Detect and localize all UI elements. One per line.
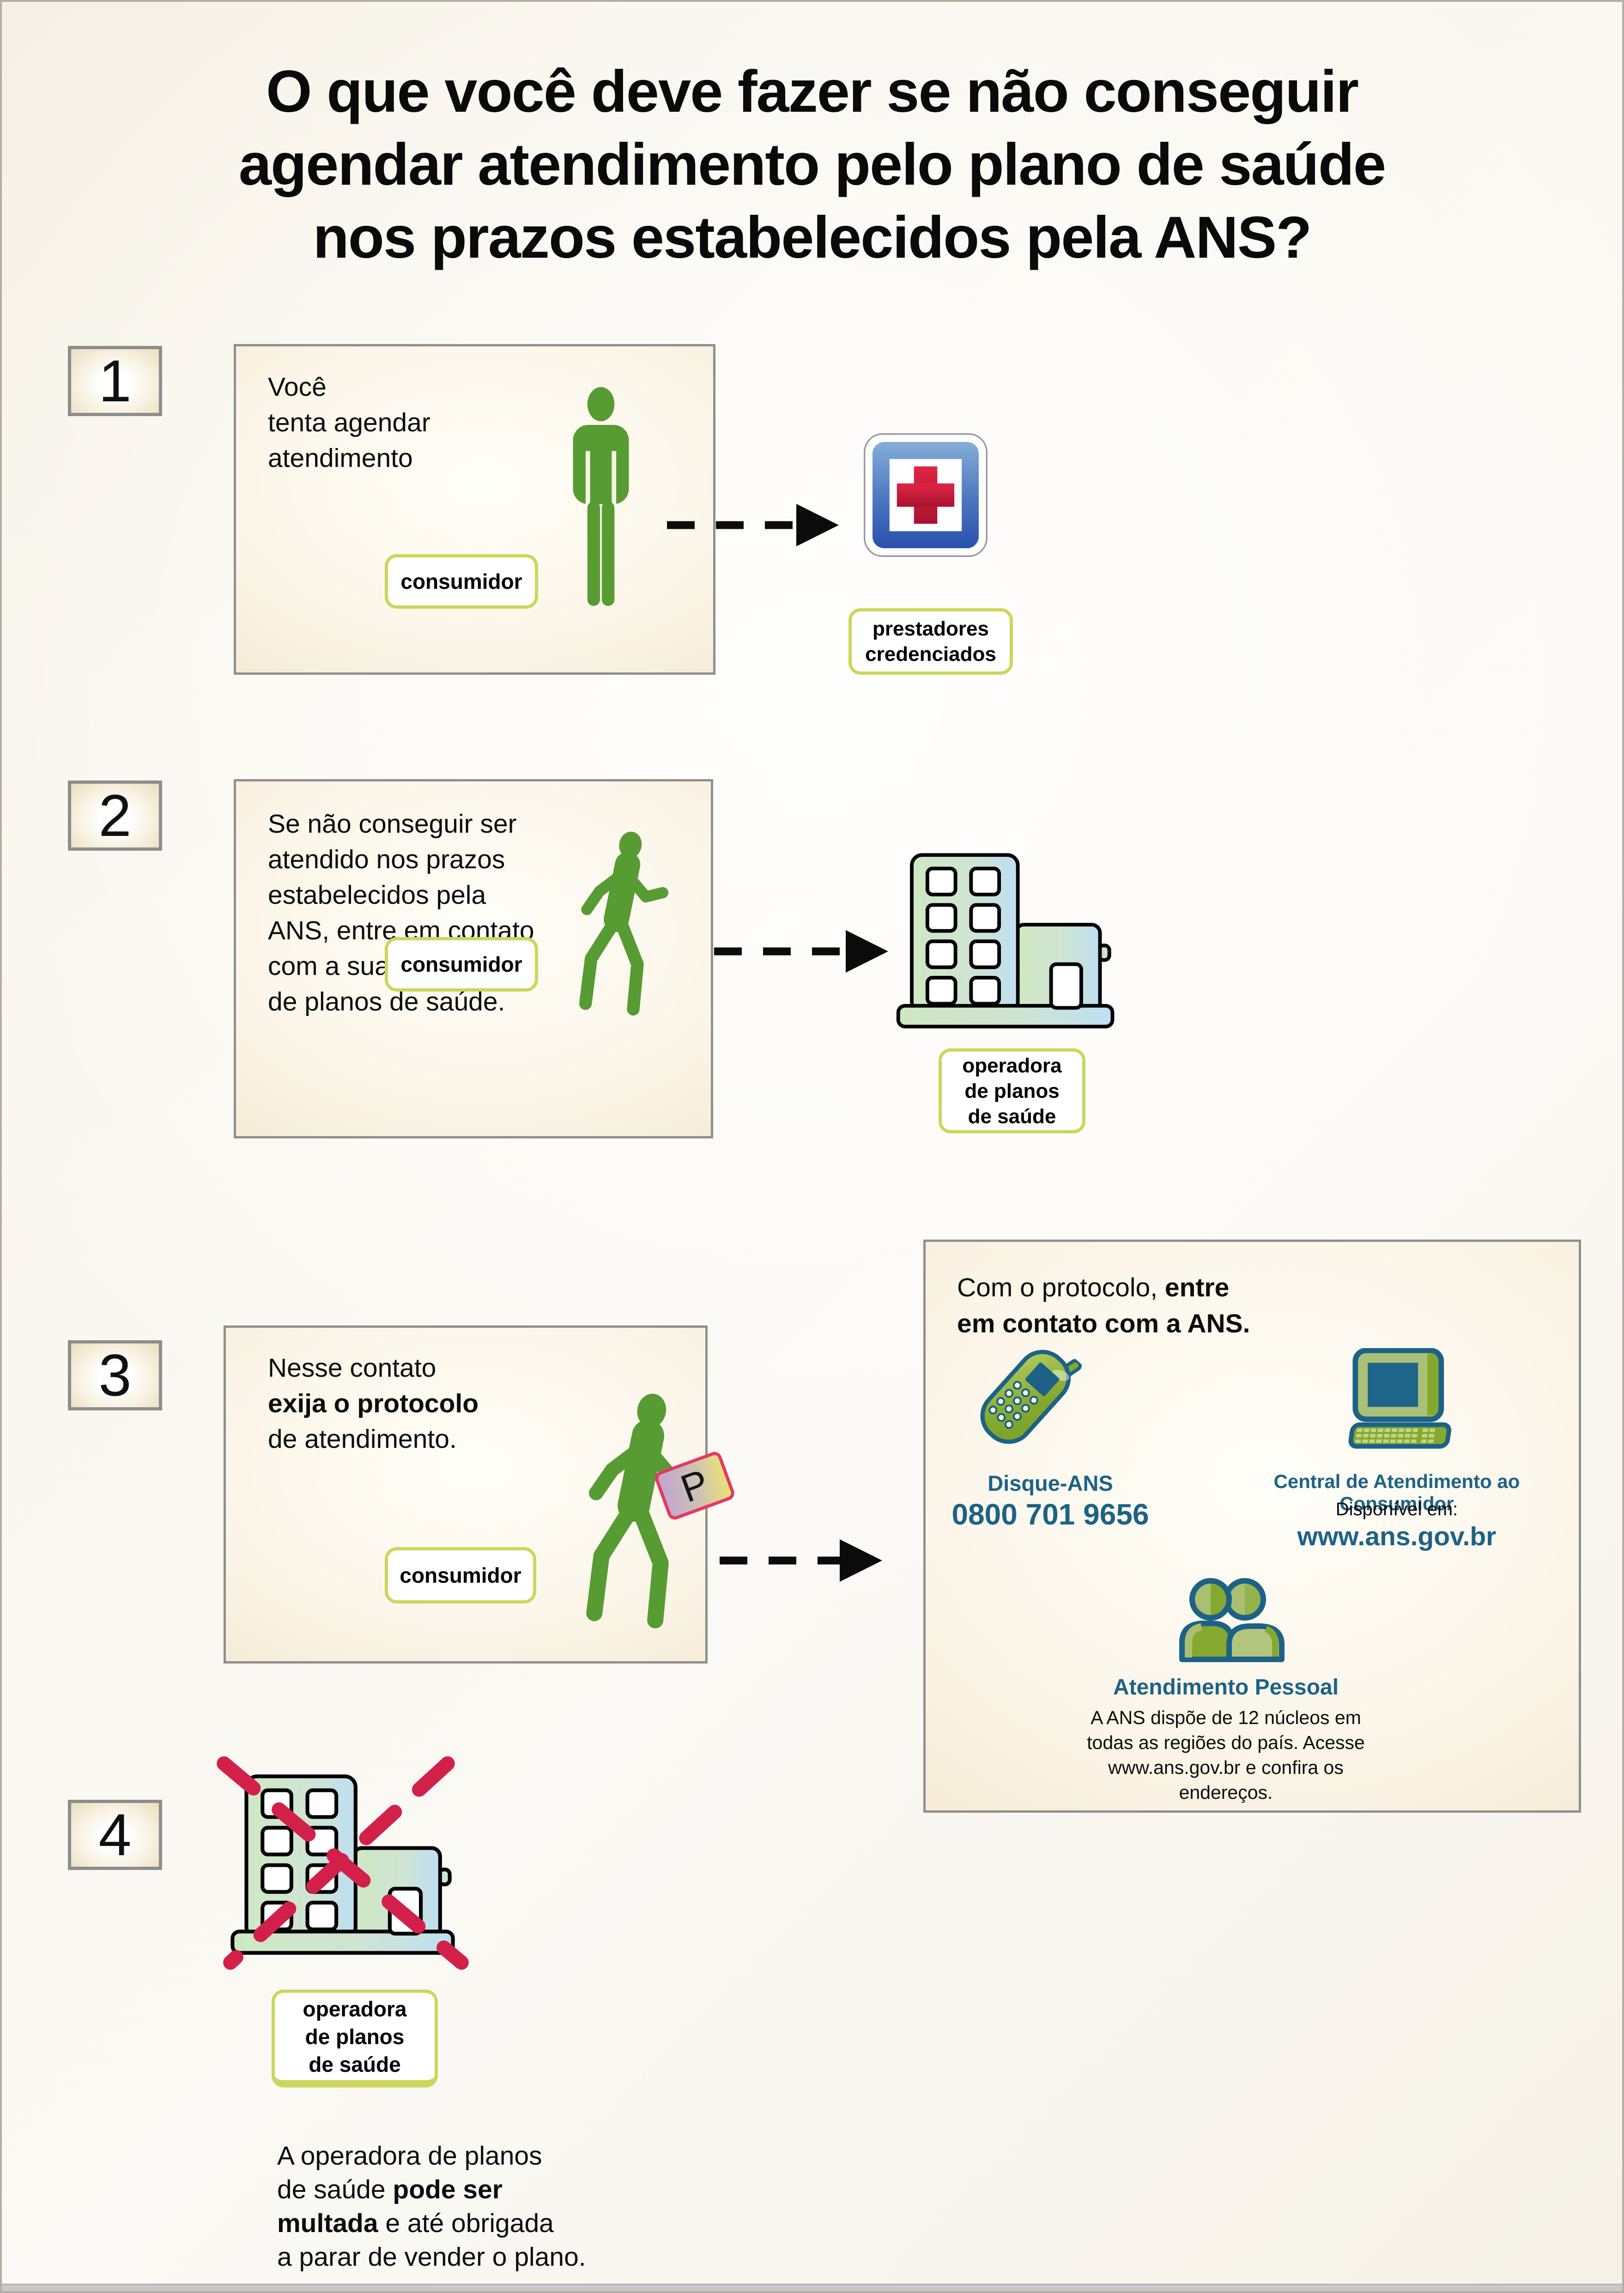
step1-panel <box>234 344 715 675</box>
title-line: O que você deve fazer se não conseguir <box>266 59 1359 125</box>
dashed-arrow-icon <box>720 1539 882 1582</box>
step4-text: A operadora de planos de saúde pode ser … <box>277 2141 586 2272</box>
standing-person-icon <box>573 387 629 606</box>
walking-person-icon <box>579 831 668 1016</box>
step4-number-badge: 4 <box>68 1800 162 1870</box>
disque-ans-label: Disque-ANS <box>988 1471 1113 1495</box>
step3-number-badge: 3 <box>68 1340 162 1410</box>
walking-person-icon <box>586 1393 695 1628</box>
dashed-arrow-icon <box>714 930 888 973</box>
protocol-letter: P <box>675 1460 715 1511</box>
atendimento-pessoal-label: Atendimento Pessoal <box>1113 1675 1339 1700</box>
step1-number-badge: 1 <box>68 346 162 416</box>
ans-panel-title: Com o protocolo, entre em contato com a … <box>957 1273 1250 1338</box>
disque-ans-number: 0800 701 9656 <box>951 1498 1149 1531</box>
consumer-label: consumidor <box>385 554 538 609</box>
step3-text: Nesse contato exija o protocolo de atend… <box>268 1353 479 1454</box>
providers-label: prestadores credenciados <box>848 608 1013 675</box>
banned-insurer-building-icon <box>217 1756 469 1970</box>
page-title: O que você deve fazer se não conseguir a… <box>2 55 1622 274</box>
title-line: nos prazos estabelecidos pela ANS? <box>313 205 1312 271</box>
insurer-label: operadora de planos de saúde <box>939 1048 1085 1133</box>
hospital-cross-icon <box>864 433 988 557</box>
red-cross-out-icon <box>217 1756 469 1970</box>
step-number: 3 <box>98 1342 132 1409</box>
atendimento-pessoal-text: A ANS dispõe de 12 núcleos em todas as r… <box>1087 1707 1365 1803</box>
step-number: 2 <box>98 782 132 849</box>
page-bottom-edge <box>2 2284 1622 2291</box>
title-line: agendar atendimento pelo plano de saúde <box>238 132 1386 198</box>
step-number: 1 <box>98 348 132 414</box>
consumer-label: consumidor <box>385 1547 536 1603</box>
step-number: 4 <box>98 1802 132 1868</box>
step1-text: Você tenta agendar atendimento <box>268 372 430 473</box>
consumer-label: consumidor <box>385 937 538 992</box>
central-atendimento-label: Central de Atendimento ao Consumidor <box>1273 1470 1520 1514</box>
ans-website-url: www.ans.gov.br <box>1297 1522 1497 1551</box>
phone-icon <box>980 1349 1082 1444</box>
disponivel-em-label: Disponível em: <box>1335 1499 1458 1519</box>
step2-number-badge: 2 <box>68 780 162 851</box>
dashed-arrow-icon <box>667 504 839 546</box>
people-icon <box>1179 1578 1285 1662</box>
computer-icon <box>1348 1348 1451 1449</box>
insurer-label: operadora de planos de saúde <box>272 1990 438 2087</box>
ans-contact-panel <box>923 1240 1581 1813</box>
health-insurer-building-icon <box>896 853 1115 1029</box>
